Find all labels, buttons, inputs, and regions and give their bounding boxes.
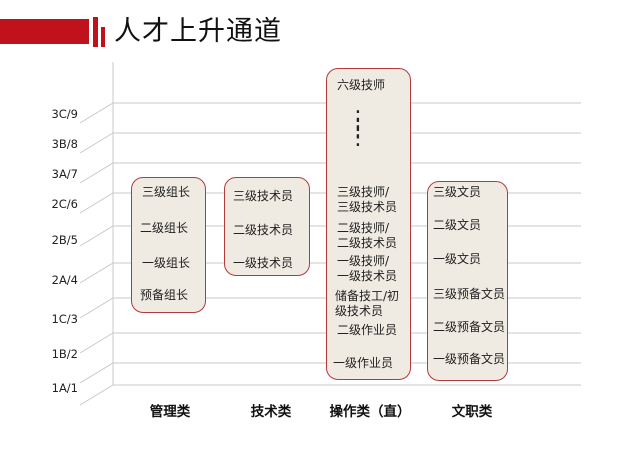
operation-level-item: 二级作业员	[337, 323, 398, 337]
level-label: 2B/5	[51, 233, 78, 247]
operation-top-item: 六级技师	[337, 78, 386, 92]
clerical-level-item: 三级文员	[433, 185, 482, 199]
level-label: 3C/9	[51, 107, 78, 121]
technical-level-item: 一级技术员	[233, 256, 294, 270]
management-level-item: 三级组长	[142, 185, 191, 199]
technical-level-item: 三级技术员	[233, 189, 294, 203]
technical-level-item: 二级技术员	[233, 223, 294, 237]
clerical-level-item: 二级文员	[433, 218, 482, 232]
clerical-track-box	[427, 181, 508, 381]
level-label: 2A/4	[51, 273, 78, 287]
level-label: 1A/1	[51, 381, 78, 395]
level-label: 1C/3	[51, 312, 78, 326]
management-level-item: 一级组长	[142, 256, 191, 270]
title-accent-stripe	[93, 17, 98, 47]
category-label-technical: 技术类	[250, 404, 292, 420]
management-level-item: 二级组长	[140, 221, 189, 235]
management-level-item: 预备组长	[140, 288, 189, 302]
operation-level-item: 储备技工/初 级技术员	[335, 289, 400, 318]
clerical-level-item: 三级预备文员	[433, 287, 506, 301]
title-accent-bar	[0, 19, 89, 44]
level-label: 3A/7	[51, 167, 78, 181]
operation-level-item: 二级技师/ 二级技术员	[337, 221, 398, 250]
title-accent-stripe	[101, 27, 105, 47]
operation-level-item: 一级作业员	[333, 356, 394, 370]
level-label: 3B/8	[51, 137, 78, 151]
grid-lines	[79, 102, 581, 406]
technical-track-box	[224, 177, 310, 276]
category-label-management: 管理类	[149, 404, 191, 420]
clerical-level-item: 二级预备文员	[433, 320, 506, 334]
level-label: 1B/2	[51, 347, 78, 361]
level-label: 2C/6	[51, 197, 78, 211]
management-track-box	[131, 177, 206, 313]
category-label-operation: 操作类（直）	[329, 404, 411, 420]
ellipsis-vertical-icon: ⋮ ⋮ ⋮	[347, 107, 369, 150]
operation-level-item: 一级技师/ 一级技术员	[337, 254, 398, 283]
category-label-clerical: 文职类	[451, 404, 493, 420]
page-title: 人才上升通道	[114, 16, 282, 47]
clerical-level-item: 一级预备文员	[433, 352, 506, 366]
clerical-level-item: 一级文员	[433, 252, 482, 266]
operation-level-item: 三级技师/ 三级技术员	[337, 185, 398, 214]
operation-track-box	[326, 68, 411, 380]
